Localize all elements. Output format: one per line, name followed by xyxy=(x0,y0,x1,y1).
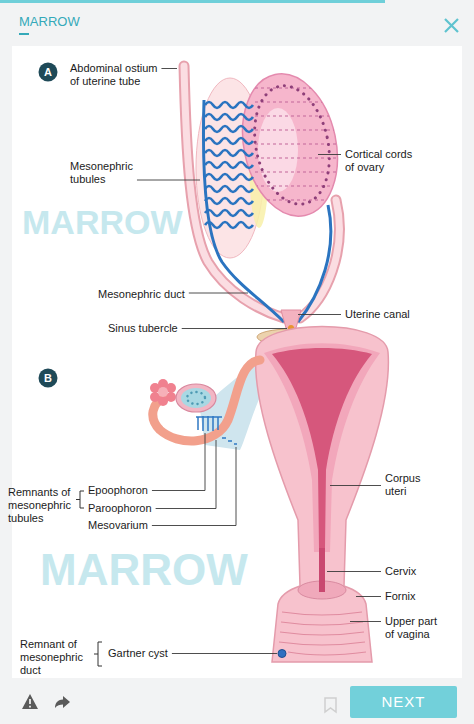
right-mesonephric-duct xyxy=(298,205,331,322)
part-label: Gartner cyst xyxy=(108,647,168,660)
right-uterine-tube xyxy=(300,200,339,318)
leader-line xyxy=(172,653,277,654)
group-label: Remnants of mesonephric tubules xyxy=(8,486,76,525)
part-label: Upper part of vagina xyxy=(385,615,445,641)
leader-line xyxy=(189,293,248,294)
left-mesonephric-duct xyxy=(203,100,284,322)
watermark: MARROW xyxy=(22,205,183,239)
part-label: Mesovarium xyxy=(88,519,148,532)
panel-letter: A xyxy=(38,62,58,82)
bookmark-icon xyxy=(325,698,336,712)
part-label: Abdominal ostium of uterine tube xyxy=(70,62,166,88)
part-label: Mesonephric duct xyxy=(98,288,185,301)
ovary-b-follicles xyxy=(187,392,205,404)
watermark: MARROW xyxy=(40,548,248,592)
endometrium xyxy=(264,343,380,552)
brand-logo: MARROW xyxy=(19,14,80,30)
cervical-canal xyxy=(319,548,325,592)
part-label: Paroophoron xyxy=(88,502,152,515)
node-text: A xyxy=(44,66,52,79)
node-text: NEXT xyxy=(381,693,425,710)
next-button: NEXT xyxy=(350,686,457,718)
bracket xyxy=(94,642,102,666)
uterus-outer xyxy=(256,327,389,663)
leader-line xyxy=(182,328,287,329)
report-icon xyxy=(22,694,38,709)
fimbriae xyxy=(150,379,176,406)
report-icon-mark xyxy=(29,699,31,707)
vaginal-rugae xyxy=(279,612,366,655)
epoophoron-tubules xyxy=(196,416,222,431)
leader-line xyxy=(137,180,200,181)
panel-letter: B xyxy=(38,368,58,388)
part-label: Fornix xyxy=(385,590,416,603)
part-label: Cervix xyxy=(385,565,416,578)
leader-line xyxy=(152,447,236,526)
cortical-cords xyxy=(244,79,340,211)
paroophoron-tubules xyxy=(222,438,237,444)
ovary-b xyxy=(176,384,216,412)
part-label: Epoophoron xyxy=(88,484,148,497)
mesonephric-tubules xyxy=(205,102,253,228)
uterine-tube xyxy=(153,360,260,441)
part-label: Sinus tubercle xyxy=(108,322,178,335)
cord-dots xyxy=(244,79,339,211)
ovary-medulla xyxy=(258,108,298,192)
leader-line xyxy=(161,68,177,69)
part-label: Cortical cords of ovary xyxy=(345,148,419,174)
leader-line xyxy=(152,433,205,491)
right-uterine-tube-outline xyxy=(300,200,339,318)
content-card xyxy=(12,46,462,678)
part-label: Uterine canal xyxy=(345,308,410,321)
fimbria-center xyxy=(158,387,168,397)
leader-line xyxy=(350,621,381,622)
uterine-cavity xyxy=(272,348,372,548)
progress-bar xyxy=(0,0,385,3)
logo-underline xyxy=(19,33,29,35)
bracket xyxy=(76,491,84,508)
leader-line xyxy=(356,596,381,597)
share-icon xyxy=(55,696,70,708)
close-icon xyxy=(445,19,458,32)
leader-line xyxy=(318,154,341,155)
leader-line xyxy=(327,571,381,572)
part-label: Corpus uteri xyxy=(385,472,433,498)
node-text: B xyxy=(44,372,52,385)
circle-fill xyxy=(39,369,58,388)
group-label: Remnant of mesonephric duct xyxy=(20,638,88,677)
part-label: Mesonephric tubules xyxy=(70,160,152,186)
leader-line xyxy=(330,485,381,486)
circle-fill xyxy=(39,63,58,82)
ovary-b-inner xyxy=(181,388,211,408)
gartner-cyst xyxy=(278,650,286,658)
leader-line xyxy=(156,440,216,509)
leader-line xyxy=(298,314,341,315)
